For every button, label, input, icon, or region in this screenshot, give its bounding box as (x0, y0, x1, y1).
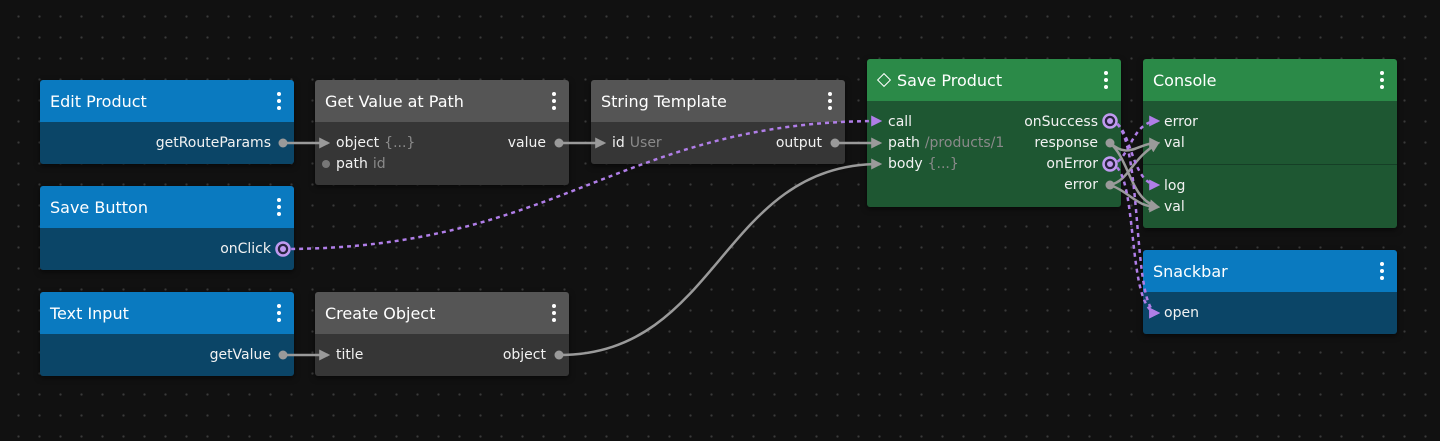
port-error-in[interactable]: error (1164, 114, 1198, 130)
node-title: Text Input (50, 303, 129, 323)
node-text-input[interactable]: Text Input getValue (40, 292, 294, 376)
node-snackbar[interactable]: Snackbar open (1143, 250, 1397, 334)
node-header[interactable]: Save Product (867, 59, 1121, 101)
node-create-object[interactable]: Create Object title object (315, 292, 569, 376)
port-getvalue[interactable]: getValue (209, 347, 271, 363)
wire-onsuccess-to-open[interactable] (1109, 119, 1161, 319)
node-edit-product[interactable]: Edit Product getRouteParams (40, 80, 294, 164)
port-error[interactable]: error (1064, 177, 1098, 193)
node-save-button[interactable]: Save Button onClick (40, 186, 294, 270)
node-header[interactable]: Create Object (315, 292, 569, 334)
node-console[interactable]: Console error val log val (1143, 59, 1397, 228)
port-onsuccess[interactable]: onSuccess (1024, 114, 1098, 130)
vertical-dots-icon[interactable] (1375, 68, 1389, 92)
node-header[interactable]: Console (1143, 59, 1397, 101)
node-title: String Template (601, 91, 727, 111)
port-val[interactable]: val (1164, 199, 1185, 215)
node-header[interactable]: Text Input (40, 292, 294, 334)
port-open[interactable]: open (1164, 305, 1199, 321)
node-header[interactable]: String Template (591, 80, 845, 122)
wire-error-to-val[interactable] (1109, 141, 1160, 187)
node-title: Save Product (897, 70, 1003, 90)
vertical-dots-icon[interactable] (547, 301, 561, 325)
node-title: Edit Product (50, 91, 147, 111)
node-header[interactable]: Get Value at Path (315, 80, 569, 122)
node-title: Snackbar (1153, 261, 1228, 281)
wire-onsuccess-to-log[interactable] (1109, 119, 1161, 191)
port-object[interactable]: object{...} (336, 135, 416, 151)
vertical-dots-icon[interactable] (823, 89, 837, 113)
node-title: Create Object (325, 303, 436, 323)
wire-object-to-body[interactable] (558, 158, 883, 357)
port-group-divider (1143, 164, 1397, 165)
node-header[interactable]: Snackbar (1143, 250, 1397, 292)
node-save-product[interactable]: Save Product call path/products/1 body{.… (867, 59, 1121, 207)
wire-error-to-val-2[interactable] (1109, 183, 1161, 213)
port-call[interactable]: call (888, 114, 913, 130)
port-path[interactable]: path/products/1 (888, 135, 1005, 151)
node-title: Save Button (50, 197, 148, 217)
vertical-dots-icon[interactable] (1375, 259, 1389, 283)
port-val[interactable]: val (1164, 135, 1185, 151)
wire-onclick-to-call[interactable] (282, 115, 883, 251)
port-onerror[interactable]: onError (1046, 156, 1098, 172)
node-title: Get Value at Path (325, 91, 464, 111)
port-getrouteparams[interactable]: getRouteParams (155, 135, 271, 151)
node-header[interactable]: Edit Product (40, 80, 294, 122)
vertical-dots-icon[interactable] (1099, 68, 1113, 92)
node-title: Console (1153, 70, 1217, 90)
port-object-out[interactable]: object (502, 347, 546, 363)
port-title[interactable]: title (336, 347, 364, 363)
vertical-dots-icon[interactable] (272, 195, 286, 219)
diamond-icon (876, 72, 892, 88)
port-body[interactable]: body{...} (888, 156, 959, 172)
wire-onerror-to-open[interactable] (1109, 162, 1161, 319)
port-output[interactable]: output (775, 135, 822, 151)
node-header[interactable]: Save Button (40, 186, 294, 228)
port-value[interactable]: value (507, 135, 546, 151)
vertical-dots-icon[interactable] (272, 89, 286, 113)
port-response[interactable]: response (1034, 135, 1098, 151)
port-onclick[interactable]: onClick (220, 241, 271, 257)
vertical-dots-icon[interactable] (547, 89, 561, 113)
port-log[interactable]: log (1164, 178, 1186, 194)
vertical-dots-icon[interactable] (272, 301, 286, 325)
